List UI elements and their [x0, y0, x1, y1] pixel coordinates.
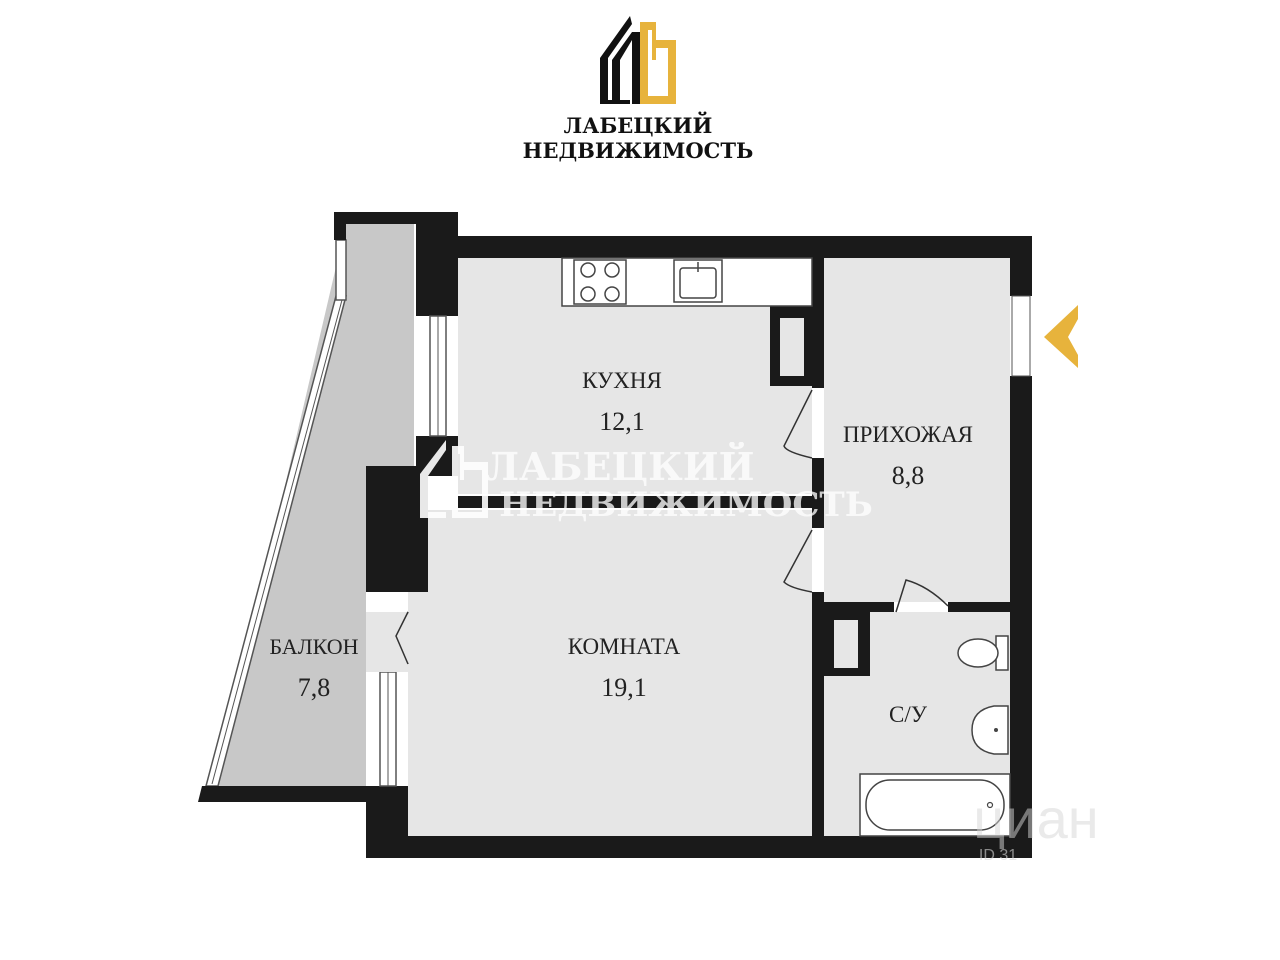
entrance-door-opening [1011, 295, 1031, 377]
brand-line1: ЛАБЕЦКИЙ [564, 112, 713, 138]
entrance-arrow-icon [1044, 305, 1078, 368]
balcony-bottom-wall [198, 786, 366, 802]
cian-watermark-id: ID 31 [979, 847, 1017, 864]
room-name: КОМНАТА [568, 634, 681, 659]
hall-floor [824, 258, 1010, 602]
kitchen-counter [561, 257, 813, 307]
balcony-area: 7,8 [298, 673, 331, 702]
toilet-icon [957, 635, 1009, 671]
watermark-line1: ЛАБЕЦКИЙ [485, 442, 754, 489]
logo-building-gold-icon [640, 22, 676, 104]
bathroom-name: С/У [889, 702, 928, 727]
walls [366, 212, 1032, 858]
brand-logo: ЛАБЕЦКИЙ НЕДВИЖИМОСТЬ [523, 16, 754, 163]
room-floor [408, 510, 812, 836]
logo-building-dark-icon [600, 16, 632, 104]
cian-watermark: циан ID 31 [973, 787, 1098, 864]
washbasin-icon [971, 705, 1009, 755]
window-room [379, 671, 397, 787]
balcony-door [395, 611, 409, 665]
balcony-name: БАЛКОН [269, 634, 358, 659]
watermark-line2: НЕДВИЖИМОСТЬ [499, 485, 873, 525]
brand-line2: НЕДВИЖИМОСТЬ [523, 138, 754, 163]
watermark-logo-icon [420, 440, 488, 518]
bathtub-icon [859, 773, 1011, 837]
kitchen-area: 12,1 [599, 407, 645, 436]
vent-shaft-bath [834, 620, 858, 668]
stove-icon [573, 259, 627, 305]
brand-watermark: ЛАБЕЦКИЙ НЕДВИЖИМОСТЬ [420, 440, 873, 525]
balcony-floor [214, 224, 414, 790]
hallway-name: ПРИХОЖАЯ [843, 422, 973, 447]
window-kitchen [429, 315, 447, 437]
cian-watermark-text: циан [973, 787, 1098, 850]
bathroom-fixtures [859, 635, 1011, 837]
balcony-top-wall [334, 212, 416, 240]
kitchen-name: КУХНЯ [582, 368, 662, 393]
balcony-door-gap [366, 612, 408, 672]
hallway-area: 8,8 [892, 461, 925, 490]
balcony-left-post [335, 239, 347, 301]
logo-window-icon [652, 62, 662, 70]
logo-building-dark-inner-icon [612, 32, 640, 104]
balcony-glazing-line [211, 299, 343, 785]
room-area: 19,1 [601, 673, 647, 702]
vent-shaft-kitchen [780, 318, 804, 376]
